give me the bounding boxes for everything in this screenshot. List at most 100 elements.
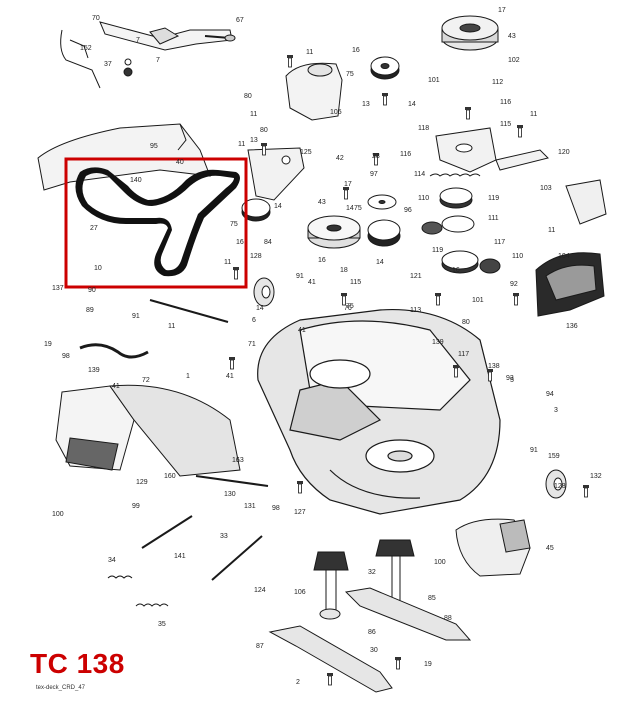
part-number-label: 76 [344, 305, 352, 312]
part-number-label: 10 [94, 265, 102, 272]
part-number-label: 121 [410, 273, 422, 280]
part-number-label: 14 [376, 259, 384, 266]
part-number-label: 106 [294, 589, 306, 596]
discharge-guard-104 [535, 179, 607, 317]
part-number-label: 101 [428, 77, 440, 84]
part-number-label: 45 [546, 545, 554, 552]
part-number-label: 16 [236, 239, 244, 246]
mower-deck-1 [257, 308, 501, 515]
part-number-label: 116 [500, 99, 511, 106]
drive-gears [421, 187, 501, 274]
gauge-wheels [253, 277, 567, 499]
part-number-label: 99 [132, 503, 140, 510]
part-number-label: 17 [344, 181, 352, 188]
part-number-label: 11 [224, 259, 231, 266]
deck-belt-140 [75, 167, 240, 277]
part-number-label: 110 [512, 253, 523, 260]
part-number-label: 101 [472, 297, 484, 304]
part-number-label: 113 [410, 307, 421, 314]
part-number-label: 13 [362, 101, 370, 108]
part-number-label: 128 [250, 253, 262, 260]
part-number-label: 98 [62, 353, 70, 360]
part-number-label: 152 [80, 45, 92, 52]
part-number-label: 91 [530, 447, 538, 454]
part-number-label: 90 [88, 287, 96, 294]
part-number-label: 136 [566, 323, 578, 330]
part-number-label: 114 [414, 171, 425, 178]
deflector-141 [455, 518, 531, 577]
part-number-label: 13 [250, 137, 258, 144]
part-number-label: 16 [452, 267, 460, 274]
part-number-label: 96 [404, 207, 412, 214]
part-number-label: 85 [428, 595, 436, 602]
part-number-label: 140 [130, 177, 142, 184]
part-number-label: 11 [530, 111, 537, 118]
part-number-label: 104 [558, 253, 570, 260]
part-number-label: 23 [372, 153, 380, 160]
part-number-label: 11 [250, 111, 257, 118]
lift-linkage-assembly [60, 21, 236, 89]
part-number-label: 92 [510, 281, 518, 288]
part-number-label: 40 [176, 159, 184, 166]
part-number-label: 125 [300, 149, 312, 156]
idler-bracket-105 [285, 62, 343, 121]
part-number-label: 139 [88, 367, 100, 374]
part-number-label: 30 [370, 647, 378, 654]
part-number-label: 100 [434, 559, 446, 566]
part-number-label: 11 [306, 49, 313, 56]
part-number-label: 115 [350, 279, 361, 286]
springs [107, 575, 169, 607]
part-number-label: 87 [256, 643, 264, 650]
part-number-label: 35 [158, 621, 166, 628]
drawing-code: tex-deck_CRD_47 [36, 685, 86, 691]
part-number-label: 1 [186, 373, 190, 380]
lift-bars [141, 299, 269, 581]
part-number-label: 34 [108, 557, 116, 564]
part-number-label: 72 [142, 377, 150, 384]
part-number-label: 141 [174, 553, 186, 560]
part-number-label: 67 [236, 17, 244, 24]
part-number-label: 18 [340, 267, 348, 274]
diagram-title: TC 138 [30, 648, 125, 679]
part-number-label: 16 [352, 47, 360, 54]
part-number-label: 139 [432, 339, 444, 346]
part-number-label: 41 [112, 383, 120, 390]
part-number-label: 11 [168, 323, 175, 330]
part-number-label: 160 [164, 473, 176, 480]
part-number-label: 117 [458, 351, 469, 358]
part-number-label: 88 [444, 615, 452, 622]
spindle-assemblies [313, 539, 415, 620]
part-number-label: 124 [254, 587, 266, 594]
idler-arm-125 [247, 147, 305, 201]
part-number-label: 75 [346, 71, 354, 78]
part-number-label: 127 [294, 509, 306, 516]
part-number-label: 116 [400, 151, 411, 158]
part-number-label: 3 [554, 407, 558, 414]
part-number-label: 5 [510, 377, 514, 384]
part-number-label: 91 [296, 273, 304, 280]
discharge-chute-72 [55, 384, 241, 477]
part-number-label: 80 [260, 127, 268, 134]
part-number-label: 98 [272, 505, 280, 512]
part-number-label: 100 [52, 511, 64, 518]
part-number-label: 80 [462, 319, 470, 326]
part-number-label: 80 [244, 93, 252, 100]
part-number-label: 138 [488, 363, 500, 370]
pulley-43-top [441, 15, 499, 51]
part-number-label: 86 [368, 629, 376, 636]
part-number-label: 71 [248, 341, 256, 348]
part-number-label: 91 [132, 313, 140, 320]
part-number-label: 137 [52, 285, 64, 292]
part-number-label: 131 [244, 503, 256, 510]
part-number-label: 11 [238, 141, 245, 148]
part-number-label: 95 [150, 143, 158, 150]
part-number-label: 19 [44, 341, 52, 348]
part-number-label: 110 [418, 195, 429, 202]
part-number-label: 132 [590, 473, 602, 480]
part-number-label: 14 [256, 305, 264, 312]
part-number-label: 16 [232, 457, 240, 464]
part-number-label: 93 [506, 375, 514, 382]
part-number-label: 17 [498, 7, 506, 14]
part-number-label: 103 [540, 185, 552, 192]
